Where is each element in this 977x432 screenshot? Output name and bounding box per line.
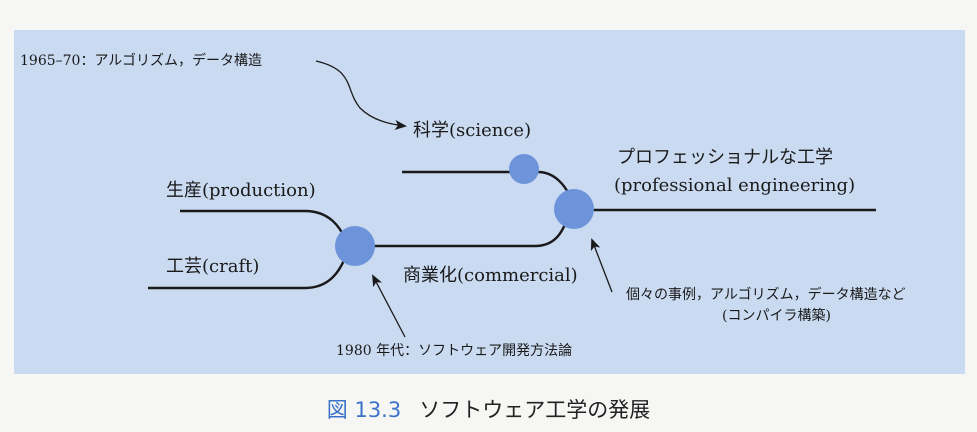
arrow-cases [590, 238, 613, 293]
production-line [180, 209, 347, 239]
label-production: 生産(production) [166, 180, 316, 201]
figure-caption: 図 13.3 ソフトウェア工学の発展 [0, 394, 977, 424]
label-professional-ja: プロフェッショナルな工学 [617, 147, 833, 168]
figure-panel [14, 30, 965, 374]
label-history-1965: 1965–70：アルゴリズム，データ構造 [20, 52, 262, 69]
figure-number: 図 13.3 [326, 398, 402, 422]
science-line [402, 170, 572, 197]
figure-title: ソフトウェア工学の発展 [419, 398, 651, 422]
label-science: 科学(science) [413, 120, 531, 141]
label-cases-line2: (コンパイラ構築) [722, 308, 831, 324]
label-craft: 工芸(craft) [166, 256, 259, 277]
label-history-1980: 1980 年代：ソフトウェア開発方法論 [336, 343, 572, 359]
node-science [509, 154, 539, 184]
label-professional-en: (professional engineering) [614, 175, 855, 196]
arrow-1965 [315, 60, 407, 130]
node-merge-professional [554, 189, 594, 229]
label-cases-line1: 個々の事例，アルゴリズム，データ構造など [626, 286, 906, 303]
node-merge-craft-production [335, 226, 375, 266]
commercial-line [372, 221, 568, 248]
label-commercial: 商業化(commercial) [403, 265, 578, 286]
arrow-1980 [372, 274, 406, 338]
